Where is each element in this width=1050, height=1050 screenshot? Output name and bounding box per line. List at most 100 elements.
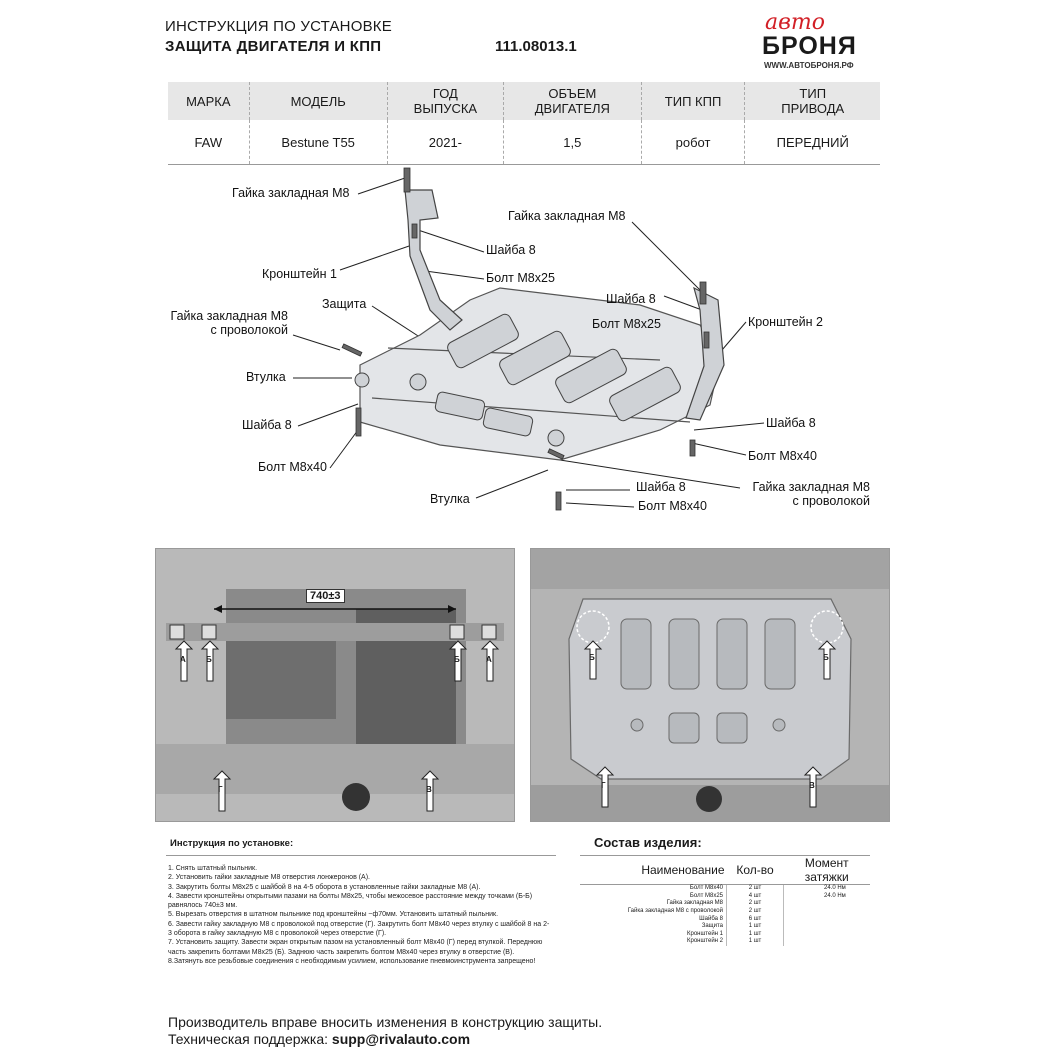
marker-arrow-v	[803, 766, 823, 808]
label-washer-left: Шайба 8	[242, 418, 292, 432]
marker-label-b-right: Б	[823, 653, 829, 662]
marker-label-a-left: А	[180, 655, 186, 664]
leader-line	[693, 422, 765, 431]
spec-header-gearbox: ТИП КПП	[641, 82, 746, 120]
plate-rib	[620, 618, 652, 690]
spec-header-engine: ОБЪЕМ ДВИГАТЕЛЯ	[503, 82, 642, 120]
bolt-m8x25-top	[411, 223, 418, 239]
marker-label-v: В	[426, 785, 432, 794]
brand-logo: авто БРОНЯ WWW.АВТОБРОНЯ.РФ	[740, 10, 880, 70]
spec-engine: 1,5	[503, 120, 642, 165]
marker-label-b-left: Б	[589, 653, 595, 662]
doc-title-line1: ИНСТРУКЦИЯ ПО УСТАНОВКЕ	[165, 18, 392, 35]
instruction-step: 5. Вырезать отверстия в штатном пыльнике…	[168, 911, 499, 919]
vehicle-spec-table: МАРКА МОДЕЛЬ ГОД ВЫПУСКА ОБЪЕМ ДВИГАТЕЛЯ…	[168, 82, 880, 165]
instructions-list: 1. Снять штатный пыльник. 2. Установить …	[168, 864, 553, 966]
plate-rib	[668, 618, 700, 690]
logo-wordmark: БРОНЯ	[762, 32, 857, 60]
plate-hole	[772, 718, 786, 732]
doc-title-line2: ЗАЩИТА ДВИГАТЕЛЯ И КПП	[165, 38, 382, 55]
marker-label-g: Г	[218, 785, 223, 794]
dimension-label: 740±3	[306, 589, 345, 603]
leader-line	[339, 244, 413, 271]
bracket-2-shape	[685, 286, 725, 421]
comp-header-name: Наименование	[580, 855, 727, 885]
rear-crossmember	[156, 744, 514, 794]
label-bolt-m8x40-right: Болт М8х40	[748, 449, 817, 463]
bolt-m8x40-left	[355, 407, 362, 437]
support-label: Техническая поддержка:	[168, 1031, 329, 1047]
part-number: 111.08013.1	[495, 38, 577, 55]
spec-model: Bestune T55	[249, 120, 388, 165]
plate-hole	[630, 718, 644, 732]
bushing-hole	[354, 372, 370, 388]
support-email-link[interactable]: supp@rivalauto.com	[331, 1031, 471, 1047]
footer-support: Техническая поддержка: supp@rivalauto.co…	[168, 1031, 470, 1047]
leader-line	[559, 459, 741, 489]
plate-slot	[668, 712, 700, 744]
label-bracket-2: Кронштейн 2	[748, 315, 823, 329]
stamping-slot	[434, 391, 486, 421]
instructions-title: Инструкция по установке:	[170, 838, 294, 849]
installed-illustration	[531, 549, 889, 821]
instruction-step: 8.Затянуть все резьбовые соединения с не…	[168, 957, 536, 965]
bolt-m8x25-right	[703, 331, 710, 349]
marker-label-b-left: Б	[206, 655, 212, 664]
instruction-step: 3. Закрутить болты М8х25 с шайбой 8 на 4…	[168, 883, 481, 891]
highlight-ring-left	[576, 610, 610, 644]
spec-year: 2021-	[387, 120, 505, 165]
comp-header-qty: Кол-во	[726, 855, 784, 885]
bolt-m8x40-bottom	[555, 491, 562, 511]
stamping-slot	[482, 407, 534, 437]
label-bushing-left: Втулка	[246, 370, 286, 384]
skid-plate-fold	[371, 397, 691, 423]
marker-arrow-b-left	[583, 640, 603, 680]
instruction-step: 2. Установить гайки закладные М8 отверст…	[168, 874, 371, 882]
nut-m8-top	[403, 167, 411, 193]
spec-brand: FAW	[168, 120, 250, 165]
stamping-rib	[609, 366, 681, 422]
label-nut-m8-top: Гайка закладная М8	[232, 186, 350, 200]
spec-header-brand: МАРКА	[168, 82, 250, 120]
leader-line	[297, 403, 359, 427]
label-washer-right-2: Шайба 8	[766, 416, 816, 430]
label-bolt-m8x40-left: Болт М8х40	[258, 460, 327, 474]
bushing-hole	[547, 429, 565, 447]
bolt-m8x40-right	[689, 439, 696, 457]
label-bolt-m8x25-top: Болт М8х25	[486, 271, 555, 285]
stamping-rib	[555, 348, 627, 404]
spec-header-model: МОДЕЛЬ	[249, 82, 388, 120]
label-bracket-1: Кронштейн 1	[262, 267, 337, 281]
leader-line	[565, 502, 635, 508]
spec-drive: ПЕРЕДНИЙ	[744, 120, 880, 165]
leader-line	[663, 295, 703, 311]
leader-line	[292, 334, 341, 351]
instruction-step: 6. Завести гайку закладную М8 с проволок…	[168, 920, 550, 938]
label-nut-wire-left: Гайка закладная М8 с проволокой	[170, 309, 288, 337]
leader-line	[721, 321, 747, 351]
spec-gearbox: робот	[641, 120, 746, 165]
subframe-bar	[166, 623, 504, 641]
leader-line	[329, 429, 359, 469]
nut-wire-left	[341, 343, 363, 357]
marker-arrow-b-right	[817, 640, 837, 680]
logo-script: авто	[765, 10, 826, 35]
label-washer-top: Шайба 8	[486, 243, 536, 257]
marker-label-a-right: А	[486, 655, 492, 664]
photo-underbody-before: 740±3 А Б Б А Г В	[155, 548, 515, 822]
marker-arrow-b-right	[448, 640, 468, 682]
bracket-1-shape	[404, 189, 463, 331]
leader-line	[691, 442, 747, 456]
marker-arrow-g	[212, 770, 232, 812]
plate-rib	[764, 618, 796, 690]
label-guard: Защита	[322, 297, 367, 311]
composition-title: Состав изделия:	[594, 835, 702, 850]
label-nut-wire-right: Гайка закладная М8 с проволокой	[752, 480, 870, 508]
plate-slot	[716, 712, 748, 744]
marker-arrow-g	[595, 766, 615, 808]
